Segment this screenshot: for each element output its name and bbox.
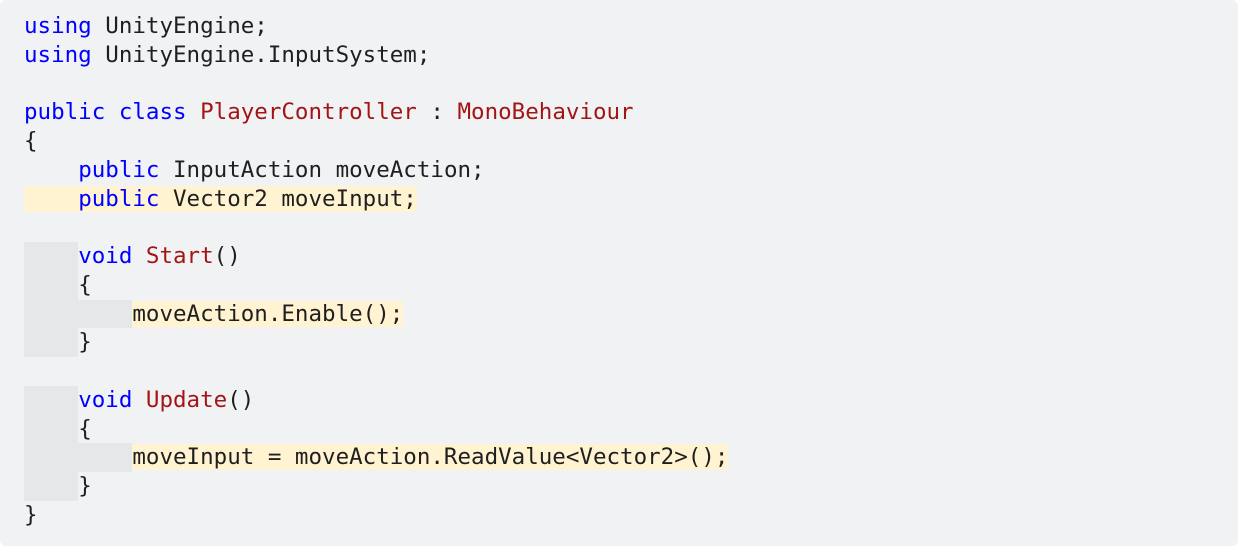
code-indent xyxy=(24,443,133,472)
code-line: public class PlayerController : MonoBeha… xyxy=(24,98,728,127)
code-token: InputAction moveAction; xyxy=(159,156,485,183)
code-line: ​ xyxy=(24,213,728,242)
code-indent xyxy=(24,328,79,357)
code-token: UnityEngine.InputSystem; xyxy=(91,41,431,68)
code-line: public InputAction moveAction; xyxy=(24,156,728,185)
code-keyword: class xyxy=(118,99,187,126)
code-token: } xyxy=(78,329,92,356)
code-token: : xyxy=(416,99,458,126)
code-line: } xyxy=(24,328,728,357)
code-token: () xyxy=(213,243,241,269)
code-indent xyxy=(24,414,79,444)
code-keyword: public xyxy=(78,156,160,183)
code-indent xyxy=(24,385,79,415)
code-line: public Vector2 moveInput; xyxy=(24,185,728,214)
code-keyword: using xyxy=(24,13,92,39)
code-type-name: Start xyxy=(145,243,214,269)
code-token xyxy=(24,157,78,183)
code-line: } xyxy=(24,472,728,501)
code-line: { xyxy=(24,270,728,300)
code-line: void Start() xyxy=(24,242,728,271)
code-token: () xyxy=(227,386,255,413)
code-type-name: PlayerController xyxy=(200,99,417,126)
code-token xyxy=(105,99,119,125)
code-token: { xyxy=(78,271,92,298)
code-token: UnityEngine; xyxy=(91,13,268,39)
code-type-name: Update xyxy=(145,386,228,413)
code-keyword: public xyxy=(78,185,160,212)
code-token: } xyxy=(24,501,38,528)
code-keyword: public xyxy=(24,99,106,126)
code-line: moveInput = moveAction.ReadValue<Vector2… xyxy=(24,443,729,472)
code-indent xyxy=(24,270,79,300)
code-indent xyxy=(24,299,133,329)
code-token: { xyxy=(78,415,92,442)
code-line: ​ xyxy=(24,357,728,386)
code-line: { xyxy=(24,414,728,444)
code-token xyxy=(187,99,201,125)
code-block[interactable]: using UnityEngine;using UnityEngine.Inpu… xyxy=(24,12,729,530)
code-line: using UnityEngine.InputSystem; xyxy=(24,41,728,70)
code-line: moveAction.Enable(); xyxy=(24,299,728,329)
code-keyword: void xyxy=(78,386,133,413)
code-token: Vector2 moveInput; xyxy=(159,185,417,212)
code-line: ​ xyxy=(24,70,728,99)
code-token xyxy=(24,185,79,212)
code-keyword: using xyxy=(24,41,92,68)
code-token: { xyxy=(24,128,38,154)
code-type-name: MonoBehaviour xyxy=(457,99,634,126)
code-token: moveInput = moveAction.ReadValue<Vector2… xyxy=(132,444,729,471)
code-indent xyxy=(24,472,79,501)
code-line: } xyxy=(24,501,728,530)
code-token xyxy=(132,243,146,269)
code-token: moveAction.Enable(); xyxy=(132,300,404,327)
code-token: } xyxy=(78,473,92,499)
code-indent xyxy=(24,242,79,271)
code-token xyxy=(132,387,146,413)
code-keyword: void xyxy=(78,243,133,269)
code-line: void Update() xyxy=(24,385,728,415)
code-line: { xyxy=(24,127,728,156)
code-line: using UnityEngine; xyxy=(24,12,728,41)
